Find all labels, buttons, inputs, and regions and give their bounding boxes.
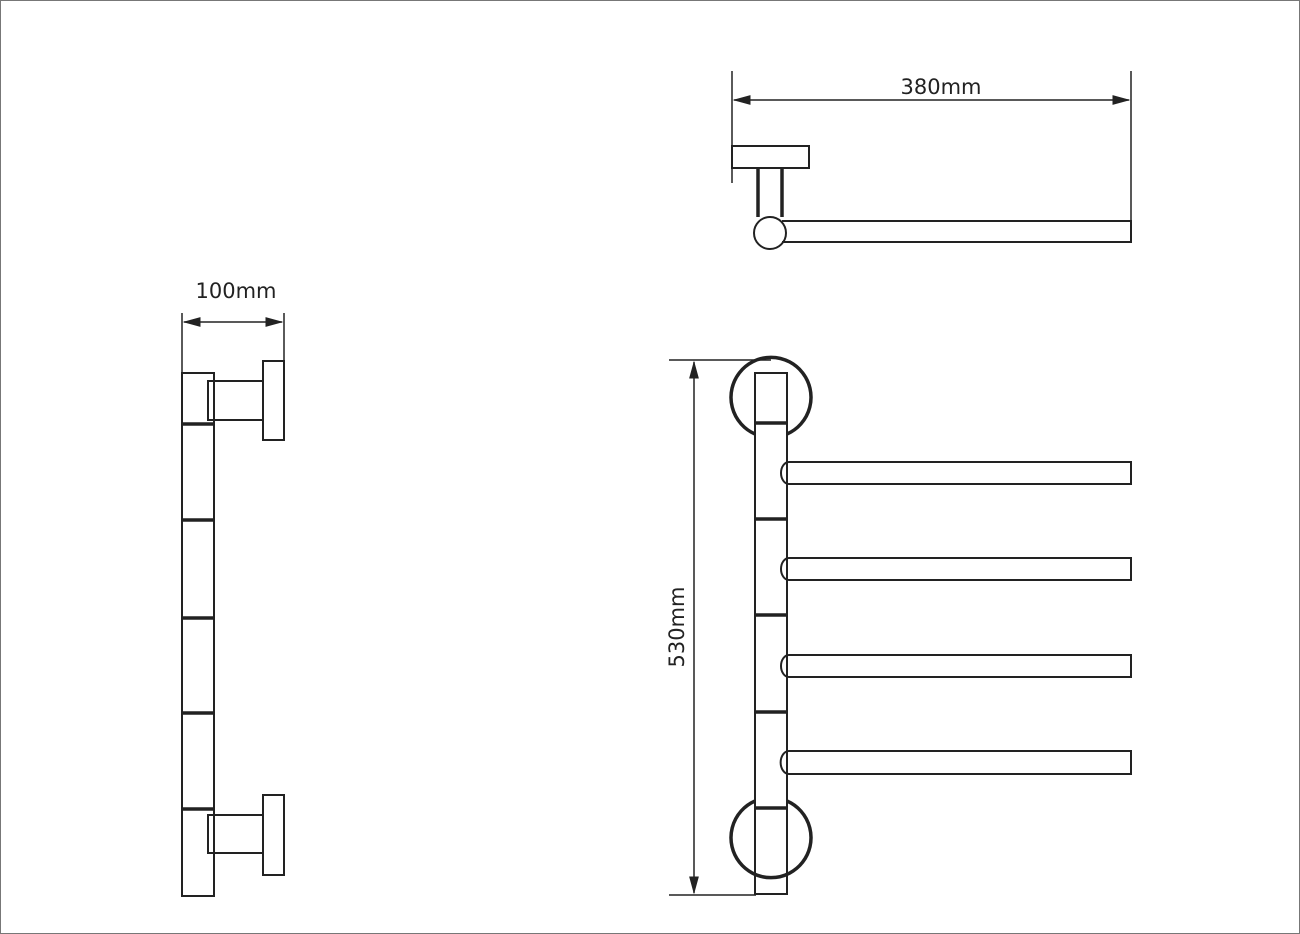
bracket-arm-bottom bbox=[207, 814, 264, 854]
arm bbox=[782, 220, 1132, 243]
depth-label: 100mm bbox=[196, 279, 277, 303]
towel-arm-4 bbox=[779, 750, 1132, 775]
wall-plate bbox=[731, 145, 810, 169]
width-label: 380mm bbox=[901, 75, 982, 99]
wall-plate-bottom bbox=[262, 794, 285, 876]
vertical-bar bbox=[181, 372, 215, 897]
top-mount-circle bbox=[729, 355, 813, 436]
side-view: 100mm bbox=[181, 279, 285, 897]
towel-arm-2 bbox=[780, 557, 1132, 581]
bottom-mount-circle bbox=[729, 799, 813, 880]
pivot-circle bbox=[753, 216, 787, 250]
towel-arm-3 bbox=[780, 654, 1132, 678]
vertical-bar bbox=[754, 372, 788, 895]
wall-plate-top bbox=[262, 360, 285, 441]
towel-arm-1 bbox=[780, 461, 1132, 485]
front-view: 530mm bbox=[665, 355, 1132, 896]
top-view: 380mm bbox=[731, 71, 1132, 250]
height-label: 530mm bbox=[665, 587, 689, 668]
bracket-arm-top bbox=[207, 380, 264, 421]
